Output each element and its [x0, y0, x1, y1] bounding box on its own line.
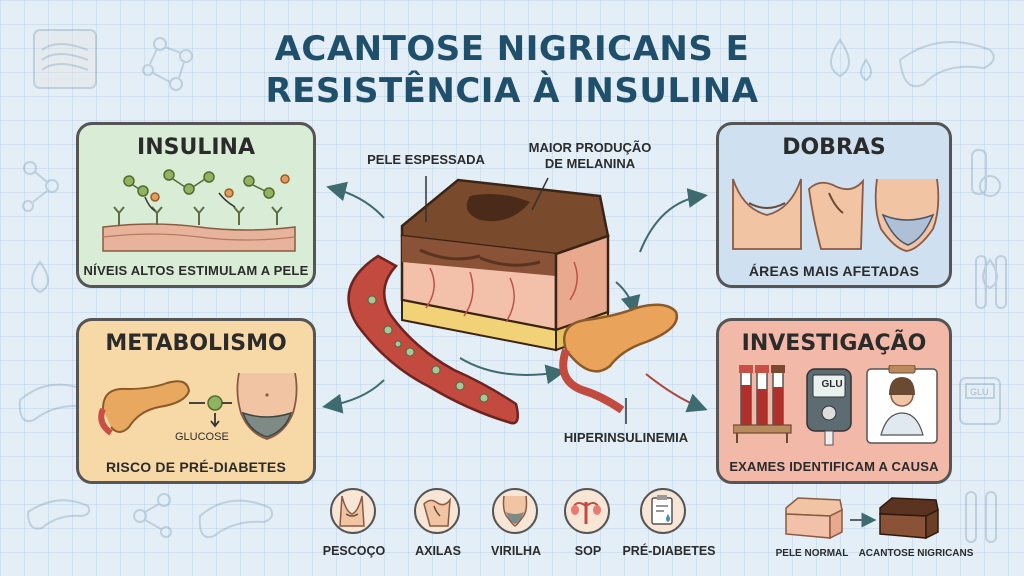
glucometer-icon: [959, 377, 1001, 425]
card-metabolismo-caption: RISCO DE PRÉ-DIABETES: [106, 459, 286, 475]
glucometer-icon: [806, 368, 852, 446]
drop-icon: [830, 38, 850, 78]
drop-icon: [982, 258, 998, 290]
molecule-icon: [22, 161, 59, 212]
label-pele-espessada: PELE ESPESSADA: [367, 152, 485, 167]
title-line-1: ACANTOSE NIGRICANS E: [274, 29, 750, 69]
arrow-to-metabolismo: [322, 379, 385, 414]
bottom-label-virilha: VIRILHA: [491, 544, 541, 558]
blood-vessel-icon: [347, 254, 519, 425]
armpit-icon: [414, 488, 460, 534]
arrow-to-insulina: [326, 181, 385, 219]
pancreas-icon: [26, 499, 91, 530]
acanthosis-skin-icon: [879, 497, 939, 540]
neck-icon: [330, 488, 376, 534]
test-tube-icon: [965, 491, 997, 543]
lab-tests-illustration: [733, 365, 938, 446]
insulin-receptor-illustration: [102, 169, 296, 252]
label-melanina-line-2: DE MELANINA: [544, 156, 636, 171]
bottom-label-axilas: AXILAS: [415, 544, 461, 558]
ovary-icon: [564, 488, 610, 534]
card-insulina-caption: NÍVEIS ALTOS ESTIMULAM A PELE: [83, 263, 309, 278]
page-title: ACANTOSE NIGRICANS E RESISTÊNCIA À INSUL…: [0, 28, 1024, 112]
clipboard-doctor-icon: [866, 365, 938, 444]
card-dobras: DOBRAS ÁREAS MAIS AFETADAS: [716, 122, 952, 288]
comparison-label-normal: PELE NORMAL: [775, 548, 849, 559]
bottom-label-sop: SOP: [574, 544, 602, 558]
normal-skin-icon: [785, 497, 843, 540]
label-hiperinsulinemia: HIPERINSULINEMIA: [563, 430, 689, 445]
test-tube-icon: [975, 255, 1007, 309]
clipboard-drop-icon: [640, 488, 686, 534]
drop-icon: [860, 58, 872, 82]
bottom-icon-row: PESCOÇO AXILAS VIRILHA SOP PRÉ-DIABETES: [320, 486, 730, 566]
molecule-icon: [142, 37, 193, 91]
drop-icon: [31, 260, 49, 294]
magnifier-icon: [971, 149, 1001, 197]
card-insulina: INSULINA NÍVEIS ALTOS ESTIMULAM A PELE: [76, 122, 316, 288]
card-investigacao: INVESTIGAÇÃO GLU EXAMES IDENTIFICAM A CA…: [716, 318, 952, 484]
armpit-fold-icon: [808, 178, 864, 250]
arrow-to-dobras: [639, 188, 708, 253]
molecule-icon: [133, 493, 172, 538]
title-line-2: RESISTÊNCIA À INSULINA: [265, 71, 759, 111]
pancreas-icon: [559, 303, 679, 414]
card-dobras-caption: ÁREAS MAIS AFETADAS: [748, 263, 920, 279]
comparison-label-acanthosis: ACANTOSE NIGRICANS: [858, 548, 974, 559]
pancreas-icon: [102, 380, 191, 433]
bottom-label-pre-diabetes: PRÉ-DIABETES: [622, 544, 716, 558]
label-melanina-line-1: MAIOR PRODUÇÃO: [528, 140, 652, 155]
pancreas-icon: [198, 499, 273, 538]
groin-icon: [492, 488, 538, 534]
pancreas-to-body-illustration: [98, 372, 298, 440]
arrow-to-investigacao: [645, 373, 708, 413]
glucose-label: GLUCOSE: [175, 431, 229, 443]
card-investigacao-caption: EXAMES IDENTIFICAM A CAUSA: [729, 459, 939, 474]
arrow-to-pancreas: [615, 281, 641, 316]
card-insulina-title: INSULINA: [137, 135, 255, 160]
card-dobras-title: DOBRAS: [782, 135, 886, 160]
groin-fold-icon: [874, 178, 940, 252]
glucometer-screen-text: GLU: [821, 379, 843, 390]
arrow-vessel-to-pancreas: [459, 357, 566, 385]
background-meter-text: GLU: [970, 387, 989, 397]
skin-folds-illustration: [732, 178, 940, 252]
label-melanina: MAIOR PRODUÇÃO DE MELANINA: [520, 140, 660, 172]
skin-comparison: [785, 497, 939, 540]
card-metabolismo: METABOLISMO GLUCOSE RISCO DE PRÉ-DIABETE…: [76, 318, 316, 484]
bottom-label-pescoco: PESCOÇO: [322, 544, 386, 558]
card-investigacao-title: INVESTIGAÇÃO: [741, 331, 927, 356]
test-tubes-icon: [733, 365, 792, 443]
card-metabolismo-title: METABOLISMO: [105, 331, 287, 356]
skin-texture-icon: [33, 29, 97, 89]
pancreas-icon: [898, 41, 995, 88]
neck-fold-icon: [732, 178, 802, 250]
